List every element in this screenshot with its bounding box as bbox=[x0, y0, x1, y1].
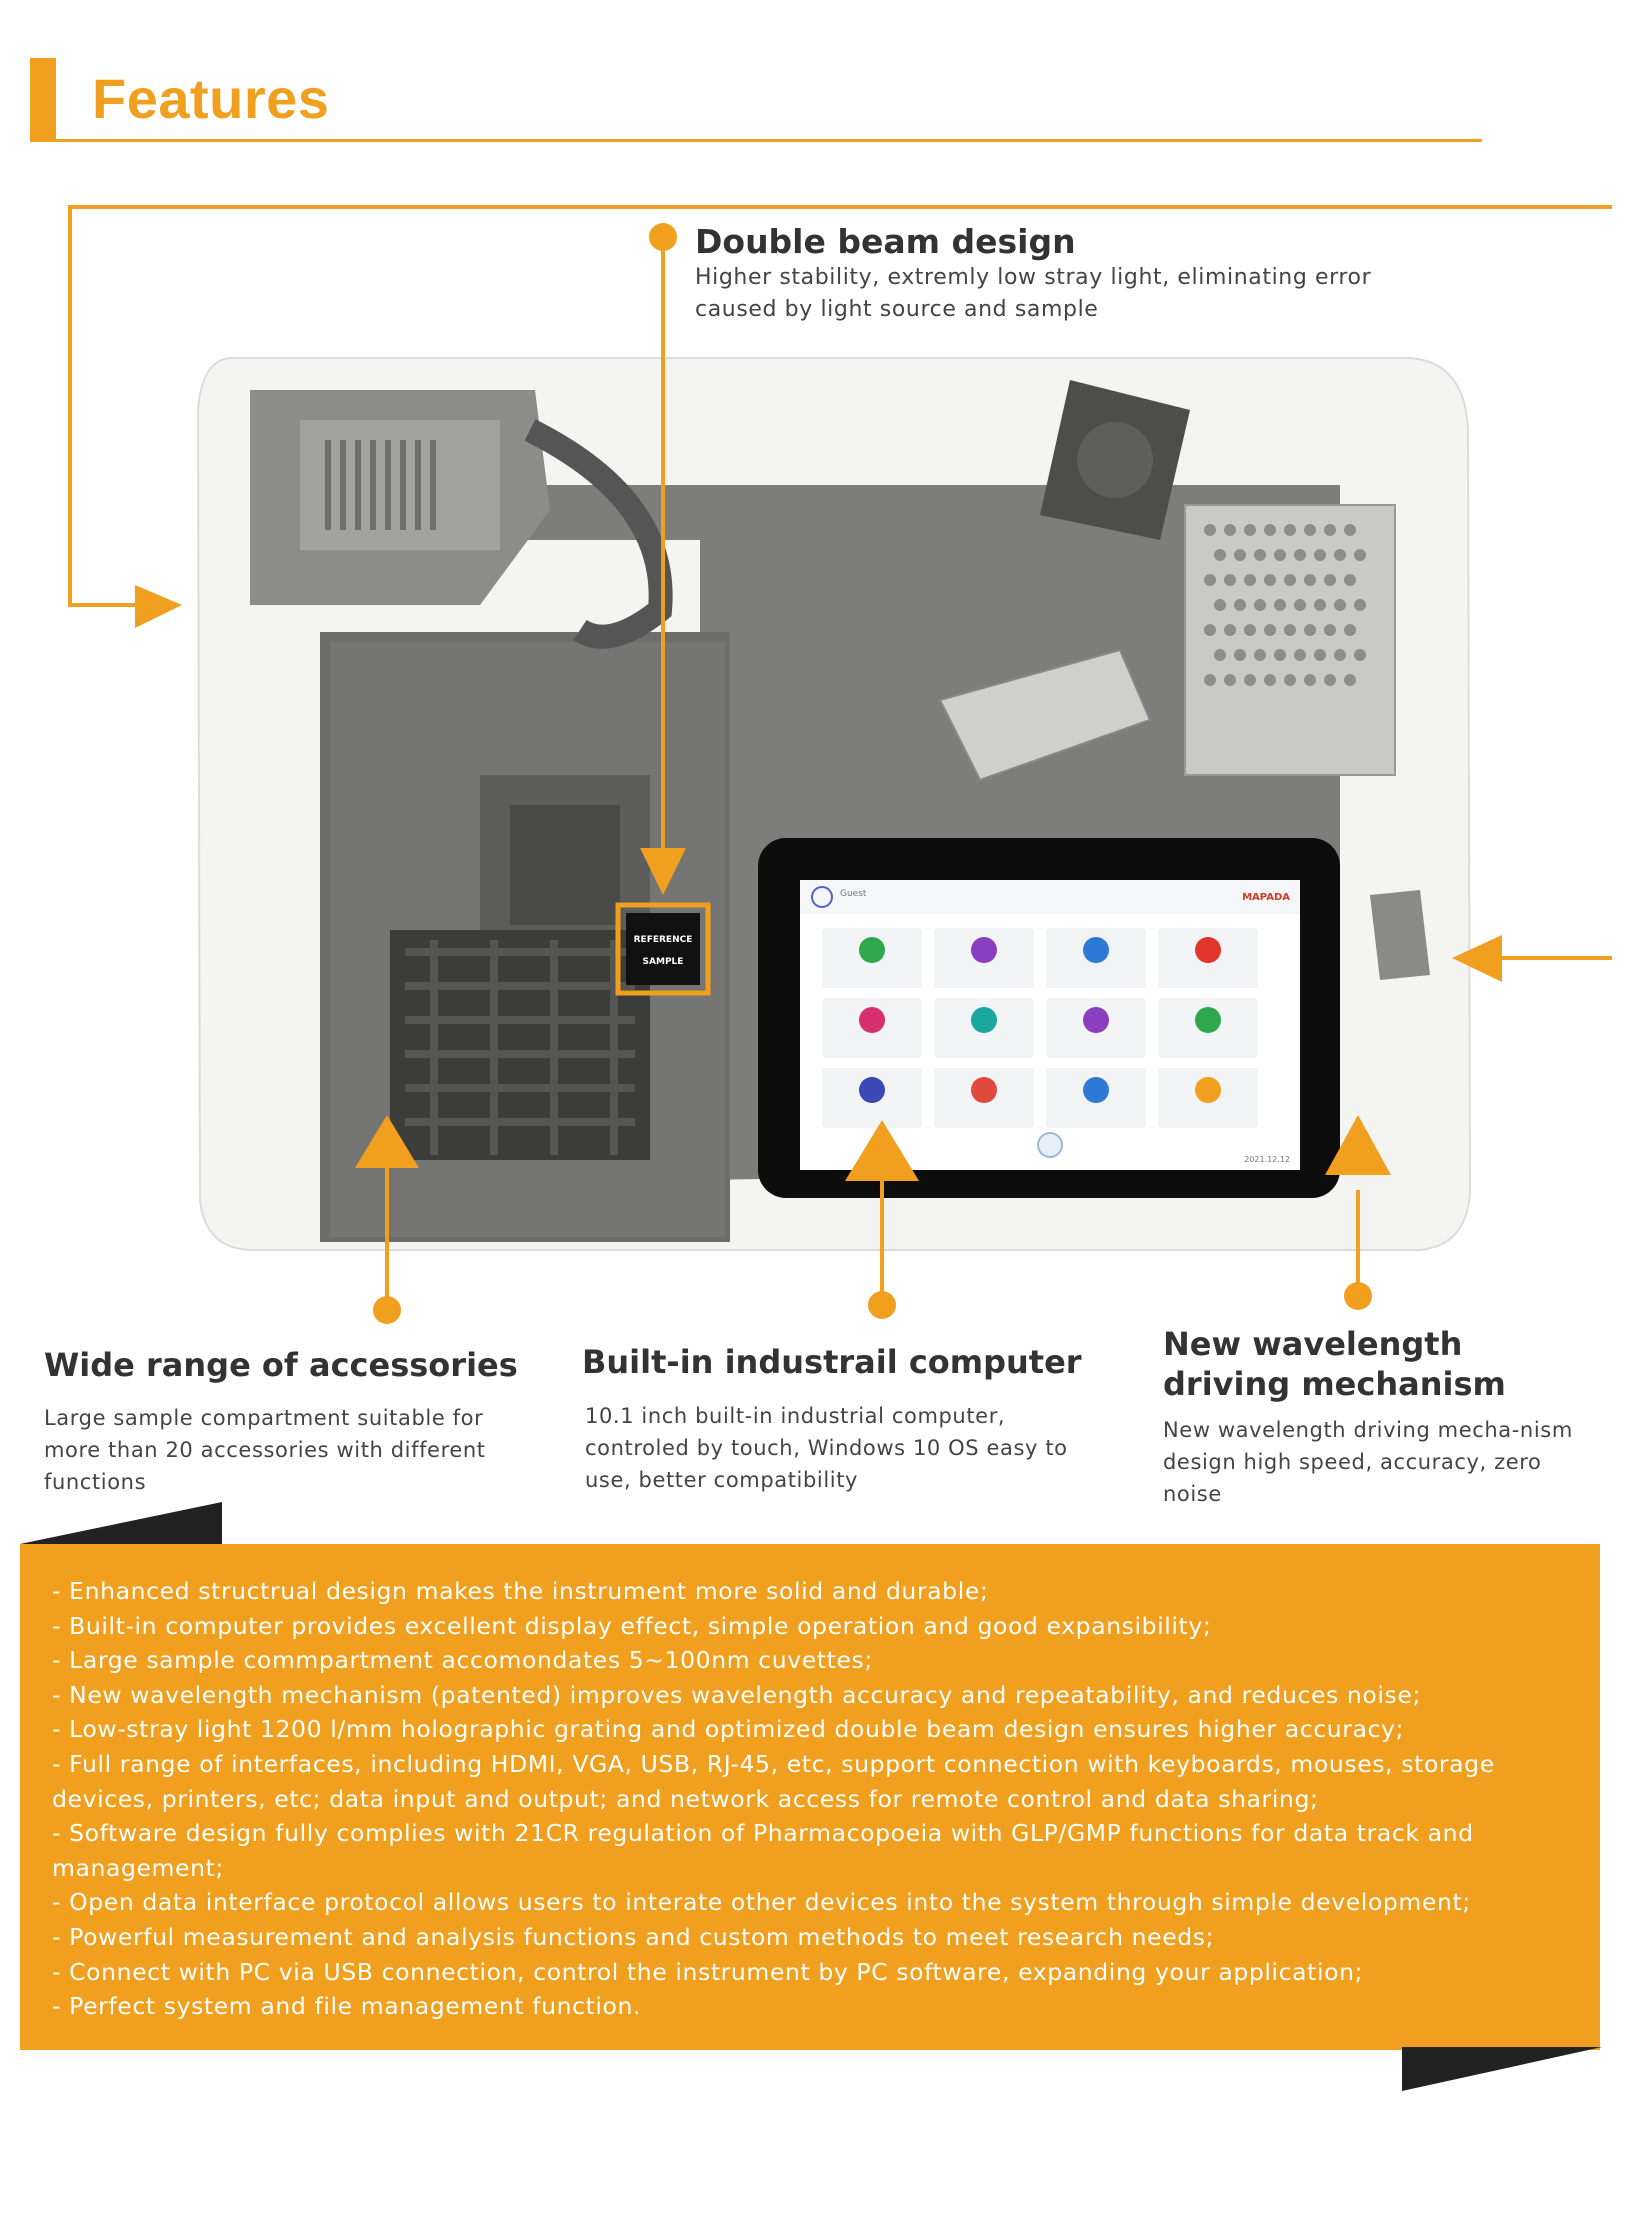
feature-bullet: - New wavelength mechanism (patented) im… bbox=[52, 1680, 1421, 1709]
sample-label: SAMPLE bbox=[643, 957, 684, 967]
bullet-dot-icon bbox=[649, 223, 677, 251]
feature-title-wavelength: New wavelength driving mechanism bbox=[1163, 1325, 1506, 1403]
feature-bullet: - Connect with PC via USB connection, co… bbox=[52, 1957, 1364, 1986]
app-grid bbox=[822, 928, 1258, 1128]
feature-bullet: - Full range of interfaces, including HD… bbox=[52, 1749, 1495, 1813]
header-accent-bar bbox=[30, 58, 56, 142]
bullet-dot-icon bbox=[868, 1291, 896, 1319]
feature-desc-accessories: Large sample compartment suitable for mo… bbox=[44, 1406, 486, 1494]
feature-title-double-beam: Double beam design bbox=[695, 222, 1076, 261]
screen-brand: MAPADA bbox=[1242, 892, 1290, 903]
bullet-dot-icon bbox=[373, 1296, 401, 1324]
screen-user: Guest bbox=[840, 889, 867, 899]
feature-list-panel: - Enhanced structrual design makes the i… bbox=[20, 1544, 1600, 2050]
feature-bullet: - Built-in computer provides excellent d… bbox=[52, 1611, 1212, 1640]
panel-corner-bottom-right bbox=[1402, 2047, 1602, 2091]
feature-bullet: - Perfect system and file management fun… bbox=[52, 1992, 642, 2021]
feature-title-accessories: Wide range of accessories bbox=[44, 1346, 518, 1384]
feature-bullet: - Low-stray light 1200 l/mm holographic … bbox=[52, 1715, 1405, 1744]
arrow-right-icon bbox=[135, 585, 182, 628]
feature-desc-double-beam: Higher stability, extremly low stray lig… bbox=[695, 265, 1372, 322]
feature-bullet: - Enhanced structrual design makes the i… bbox=[52, 1577, 989, 1605]
feature-bullet: - Software design fully complies with 21… bbox=[52, 1819, 1474, 1882]
feature-bullet: - Large sample commpartment accomondates… bbox=[52, 1646, 873, 1675]
feature-bullet: - Powerful measurement and analysis func… bbox=[52, 1922, 1215, 1951]
panel-corner-top-left bbox=[20, 1502, 222, 1544]
feature-desc-computer: 10.1 inch built-in industrial computer, … bbox=[585, 1404, 1068, 1492]
reference-label: REFERENCE bbox=[634, 935, 693, 945]
feature-desc-wavelength: New wavelength driving mecha-nism design… bbox=[1163, 1418, 1573, 1506]
feature-bullet: - Open data interface protocol allows us… bbox=[52, 1888, 1471, 1917]
screen-time: 2021.12.12 bbox=[1244, 1155, 1290, 1164]
instrument-photo: REFERENCE SAMPLE Guest MAPADA 2021.12.12 bbox=[190, 350, 1480, 1255]
feature-title-computer: Built-in industrail computer bbox=[582, 1343, 1082, 1381]
page-title: Features bbox=[92, 67, 330, 130]
header-rule bbox=[30, 139, 1482, 142]
bullet-dot-icon bbox=[1344, 1282, 1372, 1310]
